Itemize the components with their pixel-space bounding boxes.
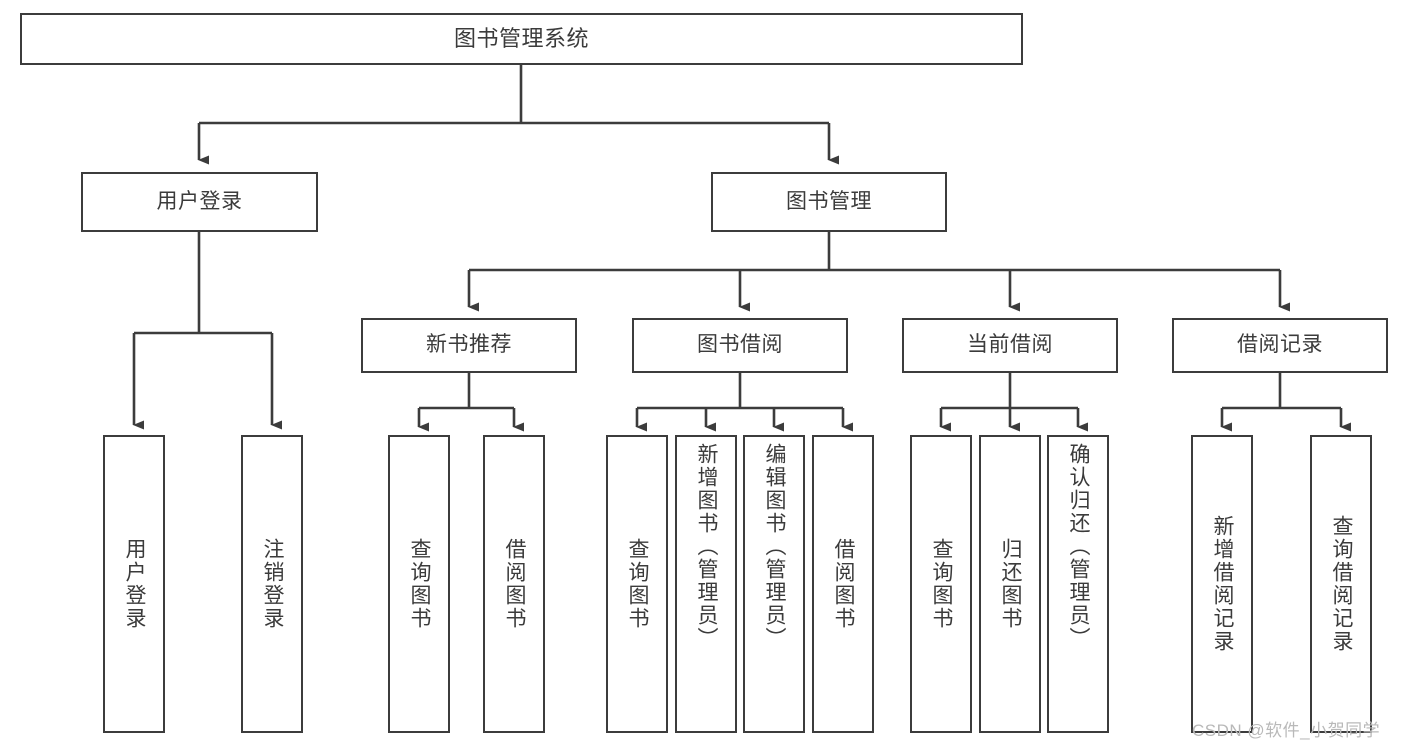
leaf-current-borrow-query[interactable]: 查询图书	[910, 435, 972, 733]
node-label: 查询图书	[930, 538, 954, 630]
leaf-book-borrow-add[interactable]: 新增图书（管理员）	[675, 435, 737, 733]
watermark: CSDN @软件_小贺同学	[1192, 721, 1381, 740]
node-book-management[interactable]: 图书管理	[711, 172, 947, 232]
node-new-book-recommend[interactable]: 新书推荐	[361, 318, 577, 373]
node-label: 注销登录	[261, 538, 285, 630]
node-root-system[interactable]: 图书管理系统	[20, 13, 1023, 65]
node-label: 编辑图书（管理员）	[763, 443, 787, 650]
node-label: 借阅图书	[503, 538, 527, 630]
leaf-user-login-login[interactable]: 用户登录	[103, 435, 165, 733]
leaf-borrow-record-add[interactable]: 新增借阅记录	[1191, 435, 1253, 733]
leaf-current-borrow-return[interactable]: 归还图书	[979, 435, 1041, 733]
node-label: 图书管理系统	[453, 26, 589, 52]
node-label: 查询图书	[626, 538, 650, 630]
node-label: 确认归还（管理员）	[1067, 443, 1091, 650]
leaf-current-borrow-confirm[interactable]: 确认归还（管理员）	[1047, 435, 1109, 733]
node-label: 归还图书	[999, 538, 1023, 630]
node-label: 新增借阅记录	[1211, 515, 1235, 653]
node-label: 当前借阅	[967, 333, 1053, 357]
leaf-book-borrow-query[interactable]: 查询图书	[606, 435, 668, 733]
node-label: 用户登录	[123, 538, 147, 630]
leaf-user-login-logout[interactable]: 注销登录	[241, 435, 303, 733]
node-label: 借阅记录	[1237, 333, 1323, 357]
leaf-book-borrow-lend[interactable]: 借阅图书	[812, 435, 874, 733]
node-label: 新增图书（管理员）	[695, 443, 719, 650]
leaf-book-borrow-edit[interactable]: 编辑图书（管理员）	[743, 435, 805, 733]
node-label: 用户登录	[156, 189, 243, 213]
node-borrow-record[interactable]: 借阅记录	[1172, 318, 1388, 373]
node-book-borrow[interactable]: 图书借阅	[632, 318, 848, 373]
leaf-borrow-record-query[interactable]: 查询借阅记录	[1310, 435, 1372, 733]
node-label: 查询图书	[408, 538, 432, 630]
node-label: 借阅图书	[832, 538, 856, 630]
node-current-borrow[interactable]: 当前借阅	[902, 318, 1118, 373]
node-label: 查询借阅记录	[1330, 515, 1354, 653]
leaf-new-book-query[interactable]: 查询图书	[388, 435, 450, 733]
node-label: 图书管理	[786, 189, 872, 213]
node-user-login[interactable]: 用户登录	[81, 172, 318, 232]
node-label: 新书推荐	[426, 333, 512, 357]
node-label: 图书借阅	[697, 333, 783, 357]
leaf-new-book-borrow[interactable]: 借阅图书	[483, 435, 545, 733]
